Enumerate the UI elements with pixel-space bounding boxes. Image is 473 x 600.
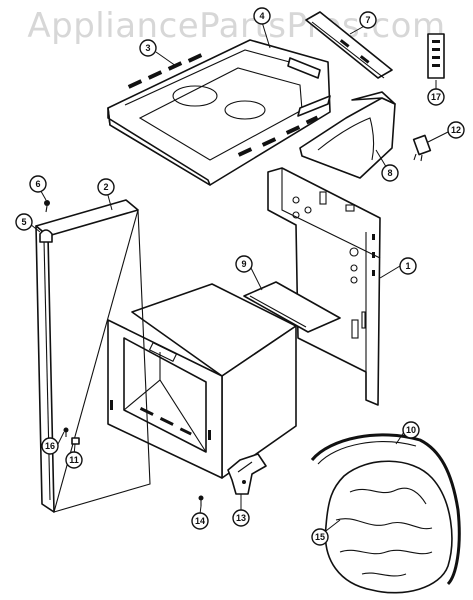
screw-16 — [63, 427, 69, 437]
burner-box-pan — [107, 39, 331, 186]
callout-5-label: 5 — [21, 217, 26, 227]
callout-12-label: 12 — [451, 125, 461, 135]
callout-16: 16 — [41, 437, 59, 455]
screw-6 — [44, 200, 50, 213]
heat-deflector — [305, 11, 393, 79]
callout-11-label: 11 — [69, 455, 79, 465]
insulation-blanket — [324, 460, 453, 594]
callout-8: 8 — [381, 164, 399, 182]
callout-15-label: 15 — [315, 532, 325, 542]
screw-11 — [71, 437, 80, 445]
callout-13-label: 13 — [236, 513, 246, 523]
callout-4-label: 4 — [259, 11, 264, 21]
callout-2-label: 2 — [103, 182, 108, 192]
bracket-13 — [227, 453, 267, 495]
side-panel — [267, 167, 381, 406]
clip-5 — [39, 229, 53, 243]
flue-duct — [299, 91, 396, 179]
callout-1-label: 1 — [405, 261, 410, 271]
callout-3-label: 3 — [145, 43, 150, 53]
callout-3: 3 — [139, 39, 157, 57]
gasket-loop — [310, 433, 461, 586]
terminal-block — [427, 33, 445, 79]
oven-bottom — [243, 281, 341, 333]
callout-12: 12 — [447, 121, 465, 139]
switch — [412, 134, 432, 162]
callout-14-label: 14 — [195, 516, 205, 526]
callout-13: 13 — [232, 509, 250, 527]
screw-14 — [198, 495, 204, 506]
callout-17-label: 17 — [431, 92, 441, 102]
callout-5: 5 — [15, 213, 33, 231]
callout-4: 4 — [253, 7, 271, 25]
callout-10-label: 10 — [406, 425, 416, 435]
callout-8-label: 8 — [387, 168, 392, 178]
callout-6: 6 — [29, 175, 47, 193]
callout-11: 11 — [65, 451, 83, 469]
callout-6-label: 6 — [35, 179, 40, 189]
callout-7: 7 — [359, 11, 377, 29]
callout-9: 9 — [235, 255, 253, 273]
callout-15: 15 — [311, 528, 329, 546]
callout-14: 14 — [191, 512, 209, 530]
callout-17: 17 — [427, 88, 445, 106]
callout-2: 2 — [97, 178, 115, 196]
oven-liner — [107, 283, 297, 479]
callout-1: 1 — [399, 257, 417, 275]
callout-10: 10 — [402, 421, 420, 439]
callout-16-label: 16 — [45, 441, 55, 451]
callout-9-label: 9 — [241, 259, 246, 269]
callout-7-label: 7 — [365, 15, 370, 25]
